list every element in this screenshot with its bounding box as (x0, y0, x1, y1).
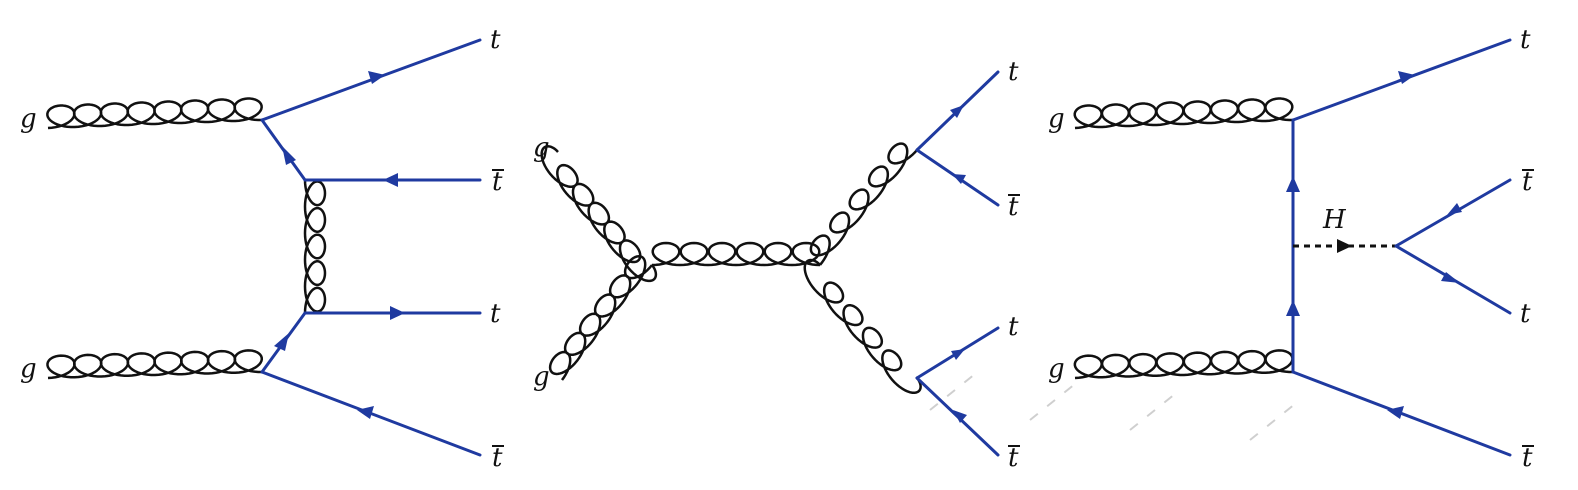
gluon-line (651, 241, 821, 267)
gluon-label: g (533, 362, 550, 392)
gluon-label: g (20, 354, 37, 384)
antitop-label: t (492, 167, 503, 197)
fermion-arrow (1441, 272, 1460, 283)
top-label: t (490, 25, 501, 55)
fermion-arrow (951, 349, 965, 360)
top-label: t (1008, 312, 1019, 342)
watermark (929, 369, 1301, 441)
gluon-label: g (20, 104, 37, 134)
gluon-line (46, 97, 263, 130)
gluon-line (303, 179, 327, 314)
fermion-arrow (282, 146, 296, 165)
fermion-arrow (1286, 300, 1300, 316)
fermion-arrow (1387, 406, 1404, 419)
gluon-line (548, 254, 653, 381)
top-label: t (1008, 57, 1019, 87)
fermion-arrow (390, 306, 405, 320)
gluon-line (803, 258, 922, 395)
gluon-line (1073, 97, 1294, 130)
antitop-label: t (1522, 443, 1533, 473)
antitop-label: t (1008, 192, 1019, 222)
fermion-arrow (274, 333, 289, 351)
diagram-3: H g g t t t t (1048, 25, 1534, 473)
diagram-2: g g t t t t (533, 57, 1020, 473)
top-label: t (1520, 25, 1531, 55)
fermion-arrow (368, 71, 385, 84)
fermion-arrow (383, 173, 398, 187)
antitop-label: t (492, 443, 503, 473)
gluon-label: g (1048, 354, 1065, 384)
gluon-label: g (533, 133, 550, 163)
top-label: t (1520, 299, 1531, 329)
fermion-arrow (1398, 71, 1415, 84)
antitop-label: t (1008, 443, 1019, 473)
gluon-label: g (1048, 104, 1065, 134)
higgs-label: H (1322, 205, 1347, 235)
gluon-line (540, 145, 658, 283)
gluon-line (809, 142, 918, 266)
fermion-arrow (952, 174, 966, 184)
gluon-line (1073, 349, 1294, 380)
fermion-arrow (950, 105, 964, 118)
fermion-arrow (953, 410, 967, 423)
fermion-arrow (1286, 176, 1300, 192)
fermion-arrow (357, 406, 374, 419)
scalar-arrow (1337, 239, 1352, 253)
top-label: t (490, 299, 501, 329)
diagram-1: g g t t t t (20, 25, 504, 473)
fermion-arrow (1447, 203, 1462, 215)
antitop-label: t (1522, 167, 1533, 197)
gluon-line (46, 349, 264, 380)
